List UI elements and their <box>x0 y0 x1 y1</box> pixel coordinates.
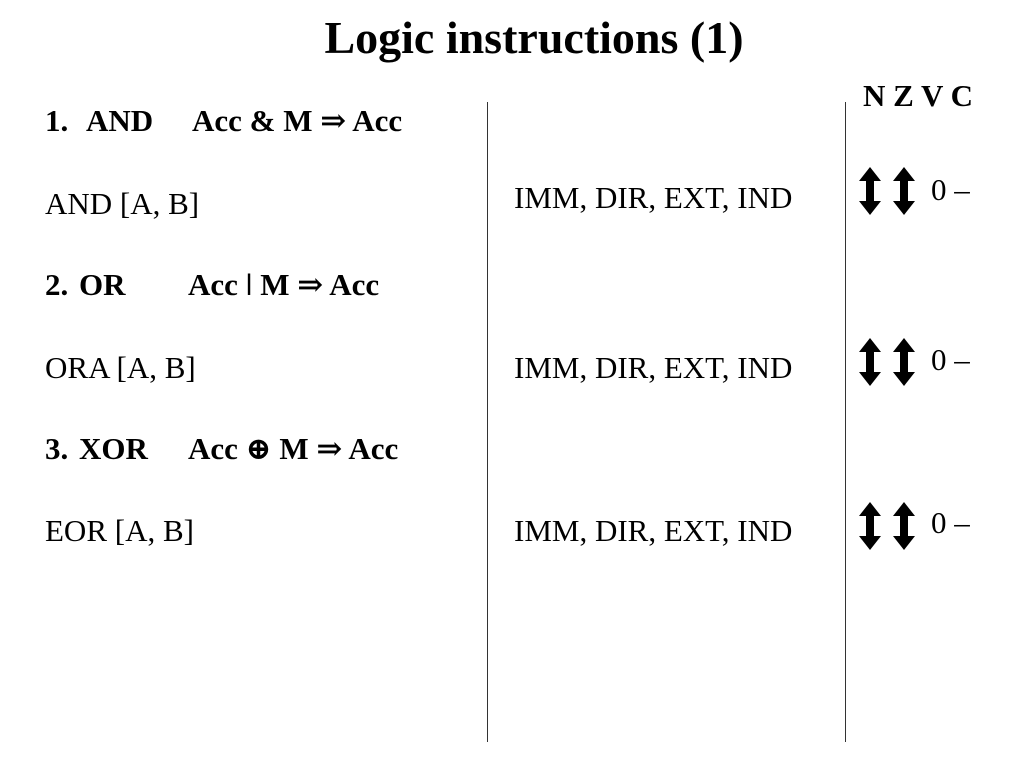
flags-vc-xor: 0 – <box>931 505 970 540</box>
flags-vc-and: 0 – <box>931 172 970 207</box>
flag-n-up-down-arrow-icon <box>859 167 881 215</box>
instruction-syntax-or: ORA [A, B] <box>45 350 196 385</box>
instruction-number: 1. <box>45 103 69 138</box>
flags-header: N Z V C <box>863 78 973 113</box>
column-divider-left <box>487 102 488 742</box>
instruction-syntax-xor: EOR [A, B] <box>45 513 194 548</box>
flags-vc-or: 0 – <box>931 342 970 377</box>
slide-title: Logic instructions (1) <box>324 12 744 63</box>
flag-z-up-down-arrow-icon <box>893 167 915 215</box>
instruction-operation: Acc ǀ M ⇒ Acc <box>188 267 380 302</box>
addressing-modes-xor: IMM, DIR, EXT, IND <box>514 513 793 548</box>
column-divider-right <box>845 102 846 742</box>
flags-nz-xor <box>859 502 915 550</box>
flag-z-up-down-arrow-icon <box>893 338 915 386</box>
flags-nz-and <box>859 167 915 215</box>
instruction-operation: Acc ⊕ M ⇒ Acc <box>188 431 399 466</box>
addressing-modes-or: IMM, DIR, EXT, IND <box>514 350 793 385</box>
instruction-syntax-and: AND [A, B] <box>45 186 200 221</box>
instruction-name: AND <box>86 103 154 138</box>
flag-n-up-down-arrow-icon <box>859 338 881 386</box>
instruction-name: OR <box>79 267 126 302</box>
instruction-number: 3. <box>45 431 69 466</box>
instruction-name: XOR <box>79 431 148 466</box>
flag-n-up-down-arrow-icon <box>859 502 881 550</box>
flag-z-up-down-arrow-icon <box>893 502 915 550</box>
addressing-modes-and: IMM, DIR, EXT, IND <box>514 180 793 215</box>
flags-nz-or <box>859 338 915 386</box>
instruction-number: 2. <box>45 267 69 302</box>
instruction-operation: Acc & M ⇒ Acc <box>192 103 403 138</box>
